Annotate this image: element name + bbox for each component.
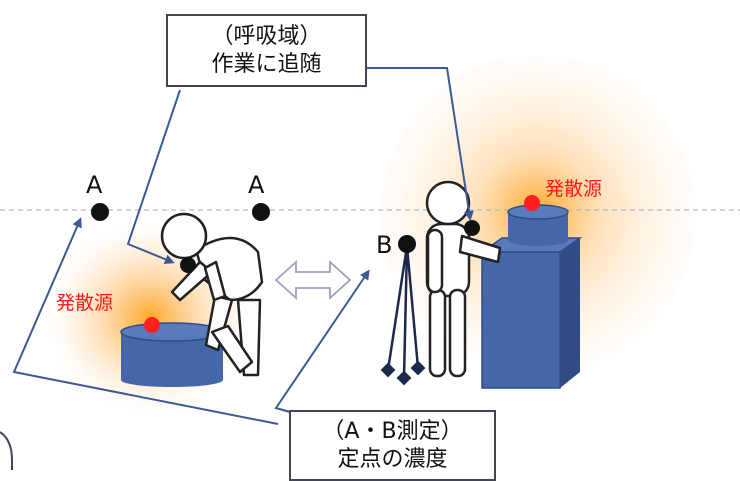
arrow-to-point-a	[12, 217, 279, 425]
callout-breathing-zone-line1: （呼吸域）	[211, 24, 322, 49]
emission-source-right-label: 発散源	[545, 178, 603, 200]
worker-right-figure	[425, 180, 502, 378]
worker-left-figure	[160, 212, 264, 377]
arrow-to-right-breathing	[366, 67, 474, 221]
point-a-right-label: A	[248, 171, 265, 199]
emission-source-left-label: 発散源	[56, 292, 114, 314]
personal-sampler-right	[464, 220, 480, 236]
emission-source-left-dot	[144, 317, 160, 333]
point-b-label: B	[376, 231, 393, 259]
arrow-to-left-breathing	[126, 89, 181, 264]
callout-fixed-point-line2: 定点の濃度	[337, 447, 448, 472]
arrow-to-point-b	[274, 269, 370, 413]
fixed-point-b	[398, 235, 416, 253]
callout-fixed-point: （A・B測定） 定点の濃度	[289, 410, 496, 481]
fixed-point-a-left	[91, 203, 109, 221]
comparison-double-arrow	[274, 259, 352, 301]
emission-tank-right	[479, 204, 583, 389]
emission-source-right-dot	[524, 195, 540, 211]
callout-breathing-zone: （呼吸域） 作業に追随	[166, 14, 367, 87]
leader-lines	[12, 67, 474, 425]
fixed-sampler-stand-b	[380, 245, 426, 386]
point-a-left-label: A	[86, 171, 103, 199]
fixed-point-a-right	[252, 203, 270, 221]
partial-callout-edge	[0, 431, 13, 470]
callout-breathing-zone-line2: 作業に追随	[211, 52, 322, 77]
personal-sampler-left	[180, 257, 196, 273]
callout-fixed-point-line1: （A・B測定）	[322, 419, 463, 444]
